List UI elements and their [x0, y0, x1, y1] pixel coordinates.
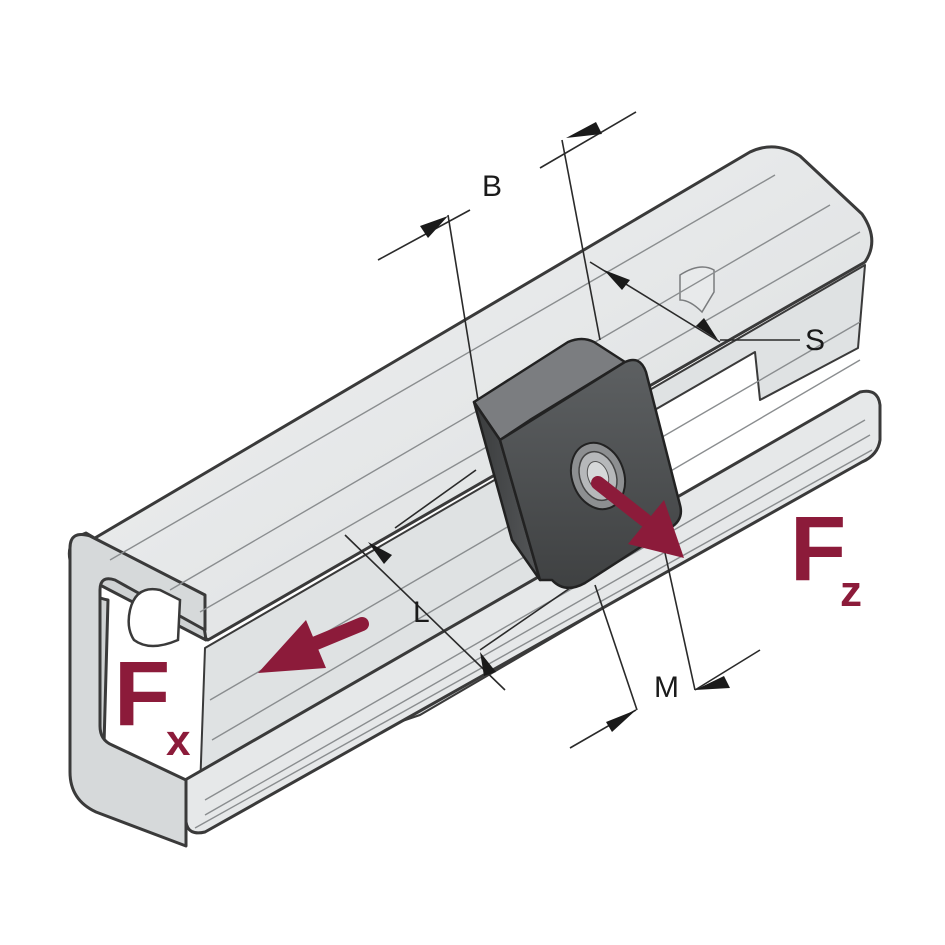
channel-nut — [472, 337, 683, 589]
dimension-arrowheads — [368, 122, 730, 732]
force-label-fz-subscript: z — [840, 567, 862, 616]
force-label-fz: F — [790, 498, 846, 600]
l-arrow-left — [368, 542, 392, 564]
b-arrow-right — [566, 122, 602, 138]
m-arrow-left — [606, 710, 636, 732]
b-arrow-left — [420, 216, 448, 238]
force-label-fx: F — [114, 643, 170, 745]
dimension-label-s: S — [805, 324, 825, 357]
l-arrow-right — [480, 652, 496, 676]
m-arrow-right — [695, 676, 730, 690]
channel-slot-hole — [127, 587, 182, 648]
strut-channel — [67, 145, 882, 848]
force-z-arrowhead — [628, 500, 684, 558]
dimension-label-m: M — [654, 671, 679, 704]
channel-end-outer — [68, 533, 207, 848]
dimension-lines — [344, 111, 800, 749]
s-arrow-top — [604, 270, 630, 290]
force-label-fx-subscript: x — [166, 716, 191, 765]
force-arrow-x — [258, 617, 369, 673]
force-x-arrowhead — [258, 620, 326, 673]
dimension-label-l: L — [413, 596, 430, 629]
channel-top-surface — [76, 145, 874, 642]
s-arrow-bottom — [696, 318, 718, 340]
dimension-label-b: B — [482, 170, 502, 203]
force-arrow-z — [591, 476, 684, 558]
